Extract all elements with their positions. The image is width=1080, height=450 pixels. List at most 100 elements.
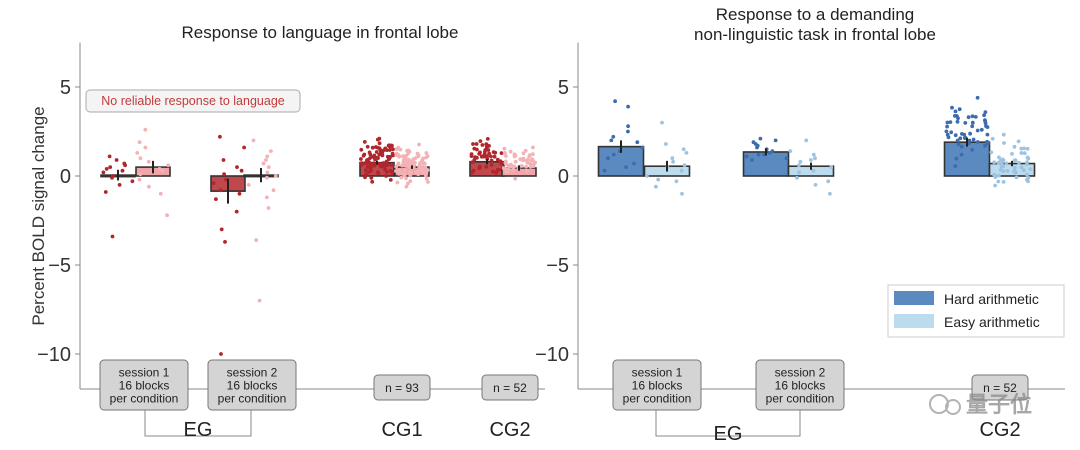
data-point: [394, 169, 398, 173]
data-point: [368, 166, 373, 171]
data-point: [499, 151, 504, 156]
legend-label: Easy arithmetic: [944, 314, 1040, 330]
condition-box: [207, 359, 297, 411]
data-point: [489, 158, 494, 163]
data-point: [416, 172, 421, 177]
data-point: [480, 143, 485, 147]
chart-title: Response to language in frontal lobe: [182, 23, 459, 42]
y-tick-label: −5: [546, 255, 569, 277]
data-point: [953, 109, 958, 114]
data-point: [398, 147, 403, 152]
data-point: [402, 168, 407, 172]
data-point: [953, 164, 958, 168]
data-point: [829, 165, 834, 170]
data-point: [945, 120, 950, 125]
data-point: [143, 127, 148, 132]
data-point: [491, 169, 495, 174]
data-point: [391, 147, 395, 152]
data-point: [359, 157, 363, 161]
data-point: [813, 156, 817, 161]
bar: [943, 141, 991, 177]
data-point: [948, 120, 953, 124]
data-point: [369, 176, 374, 180]
data-point: [219, 352, 223, 356]
condition-box-text: 16 blocks: [119, 379, 170, 393]
group-bracket: [144, 408, 252, 437]
data-point: [409, 170, 414, 175]
condition-box: [481, 374, 539, 401]
watermark-logo-icon: [929, 394, 961, 415]
data-point: [494, 170, 498, 175]
data-point: [265, 170, 270, 175]
data-point: [424, 177, 429, 181]
data-point: [956, 116, 960, 121]
data-point: [485, 154, 489, 159]
condition-box-text: session 2: [227, 366, 278, 380]
group-label: CG2: [489, 419, 530, 441]
data-point: [364, 172, 368, 177]
data-point: [990, 136, 995, 141]
data-point: [508, 149, 513, 154]
data-point: [399, 175, 404, 180]
data-point: [971, 137, 976, 142]
data-point: [404, 184, 409, 189]
data-point: [380, 149, 385, 153]
data-point: [120, 168, 125, 173]
data-point: [214, 197, 218, 202]
data-point: [101, 170, 106, 175]
condition-box-text: per condition: [110, 392, 179, 406]
data-point: [798, 159, 803, 164]
data-point: [1005, 169, 1010, 173]
condition-box-text: 16 blocks: [775, 379, 826, 393]
data-point: [222, 172, 227, 177]
data-point: [387, 148, 392, 152]
data-point: [1000, 157, 1005, 162]
data-point: [626, 124, 630, 129]
data-point: [524, 164, 528, 169]
data-point: [813, 183, 818, 187]
data-point: [381, 164, 385, 169]
data-point: [795, 175, 799, 180]
data-point: [377, 146, 382, 151]
data-point: [478, 164, 482, 169]
condition-box-text: 16 blocks: [227, 379, 278, 393]
data-point: [496, 167, 500, 172]
y-tick-label: 0: [60, 166, 71, 188]
data-point: [955, 138, 960, 143]
data-point: [390, 162, 394, 167]
data-point: [417, 142, 421, 147]
condition-box: [99, 359, 189, 411]
data-point: [512, 154, 517, 159]
data-point: [624, 165, 628, 170]
data-point: [530, 152, 535, 157]
data-point: [1019, 165, 1024, 170]
data-point: [374, 150, 379, 154]
group-label: EG: [714, 423, 743, 445]
data-point: [384, 159, 389, 164]
data-point: [954, 156, 959, 161]
data-point: [1025, 160, 1029, 165]
data-point: [512, 164, 516, 169]
data-point: [369, 155, 374, 159]
data-point: [406, 181, 410, 186]
data-point: [478, 150, 482, 155]
y-axis-label: Percent BOLD signal change: [29, 106, 48, 325]
language-panel: Response to language in frontal lobe50−5…: [29, 23, 545, 441]
data-point: [999, 165, 1004, 169]
data-point: [475, 155, 479, 160]
y-tick-label: −10: [37, 344, 71, 366]
data-point: [1001, 169, 1006, 174]
data-point: [755, 145, 759, 150]
data-point: [502, 146, 507, 151]
data-point: [246, 183, 251, 187]
data-point: [682, 163, 687, 168]
data-point: [1022, 168, 1026, 173]
data-point: [811, 152, 816, 157]
data-point: [602, 168, 607, 173]
data-point: [970, 114, 975, 119]
data-point: [367, 160, 372, 165]
data-point: [501, 166, 506, 171]
data-point: [609, 138, 614, 143]
data-point: [811, 168, 816, 173]
